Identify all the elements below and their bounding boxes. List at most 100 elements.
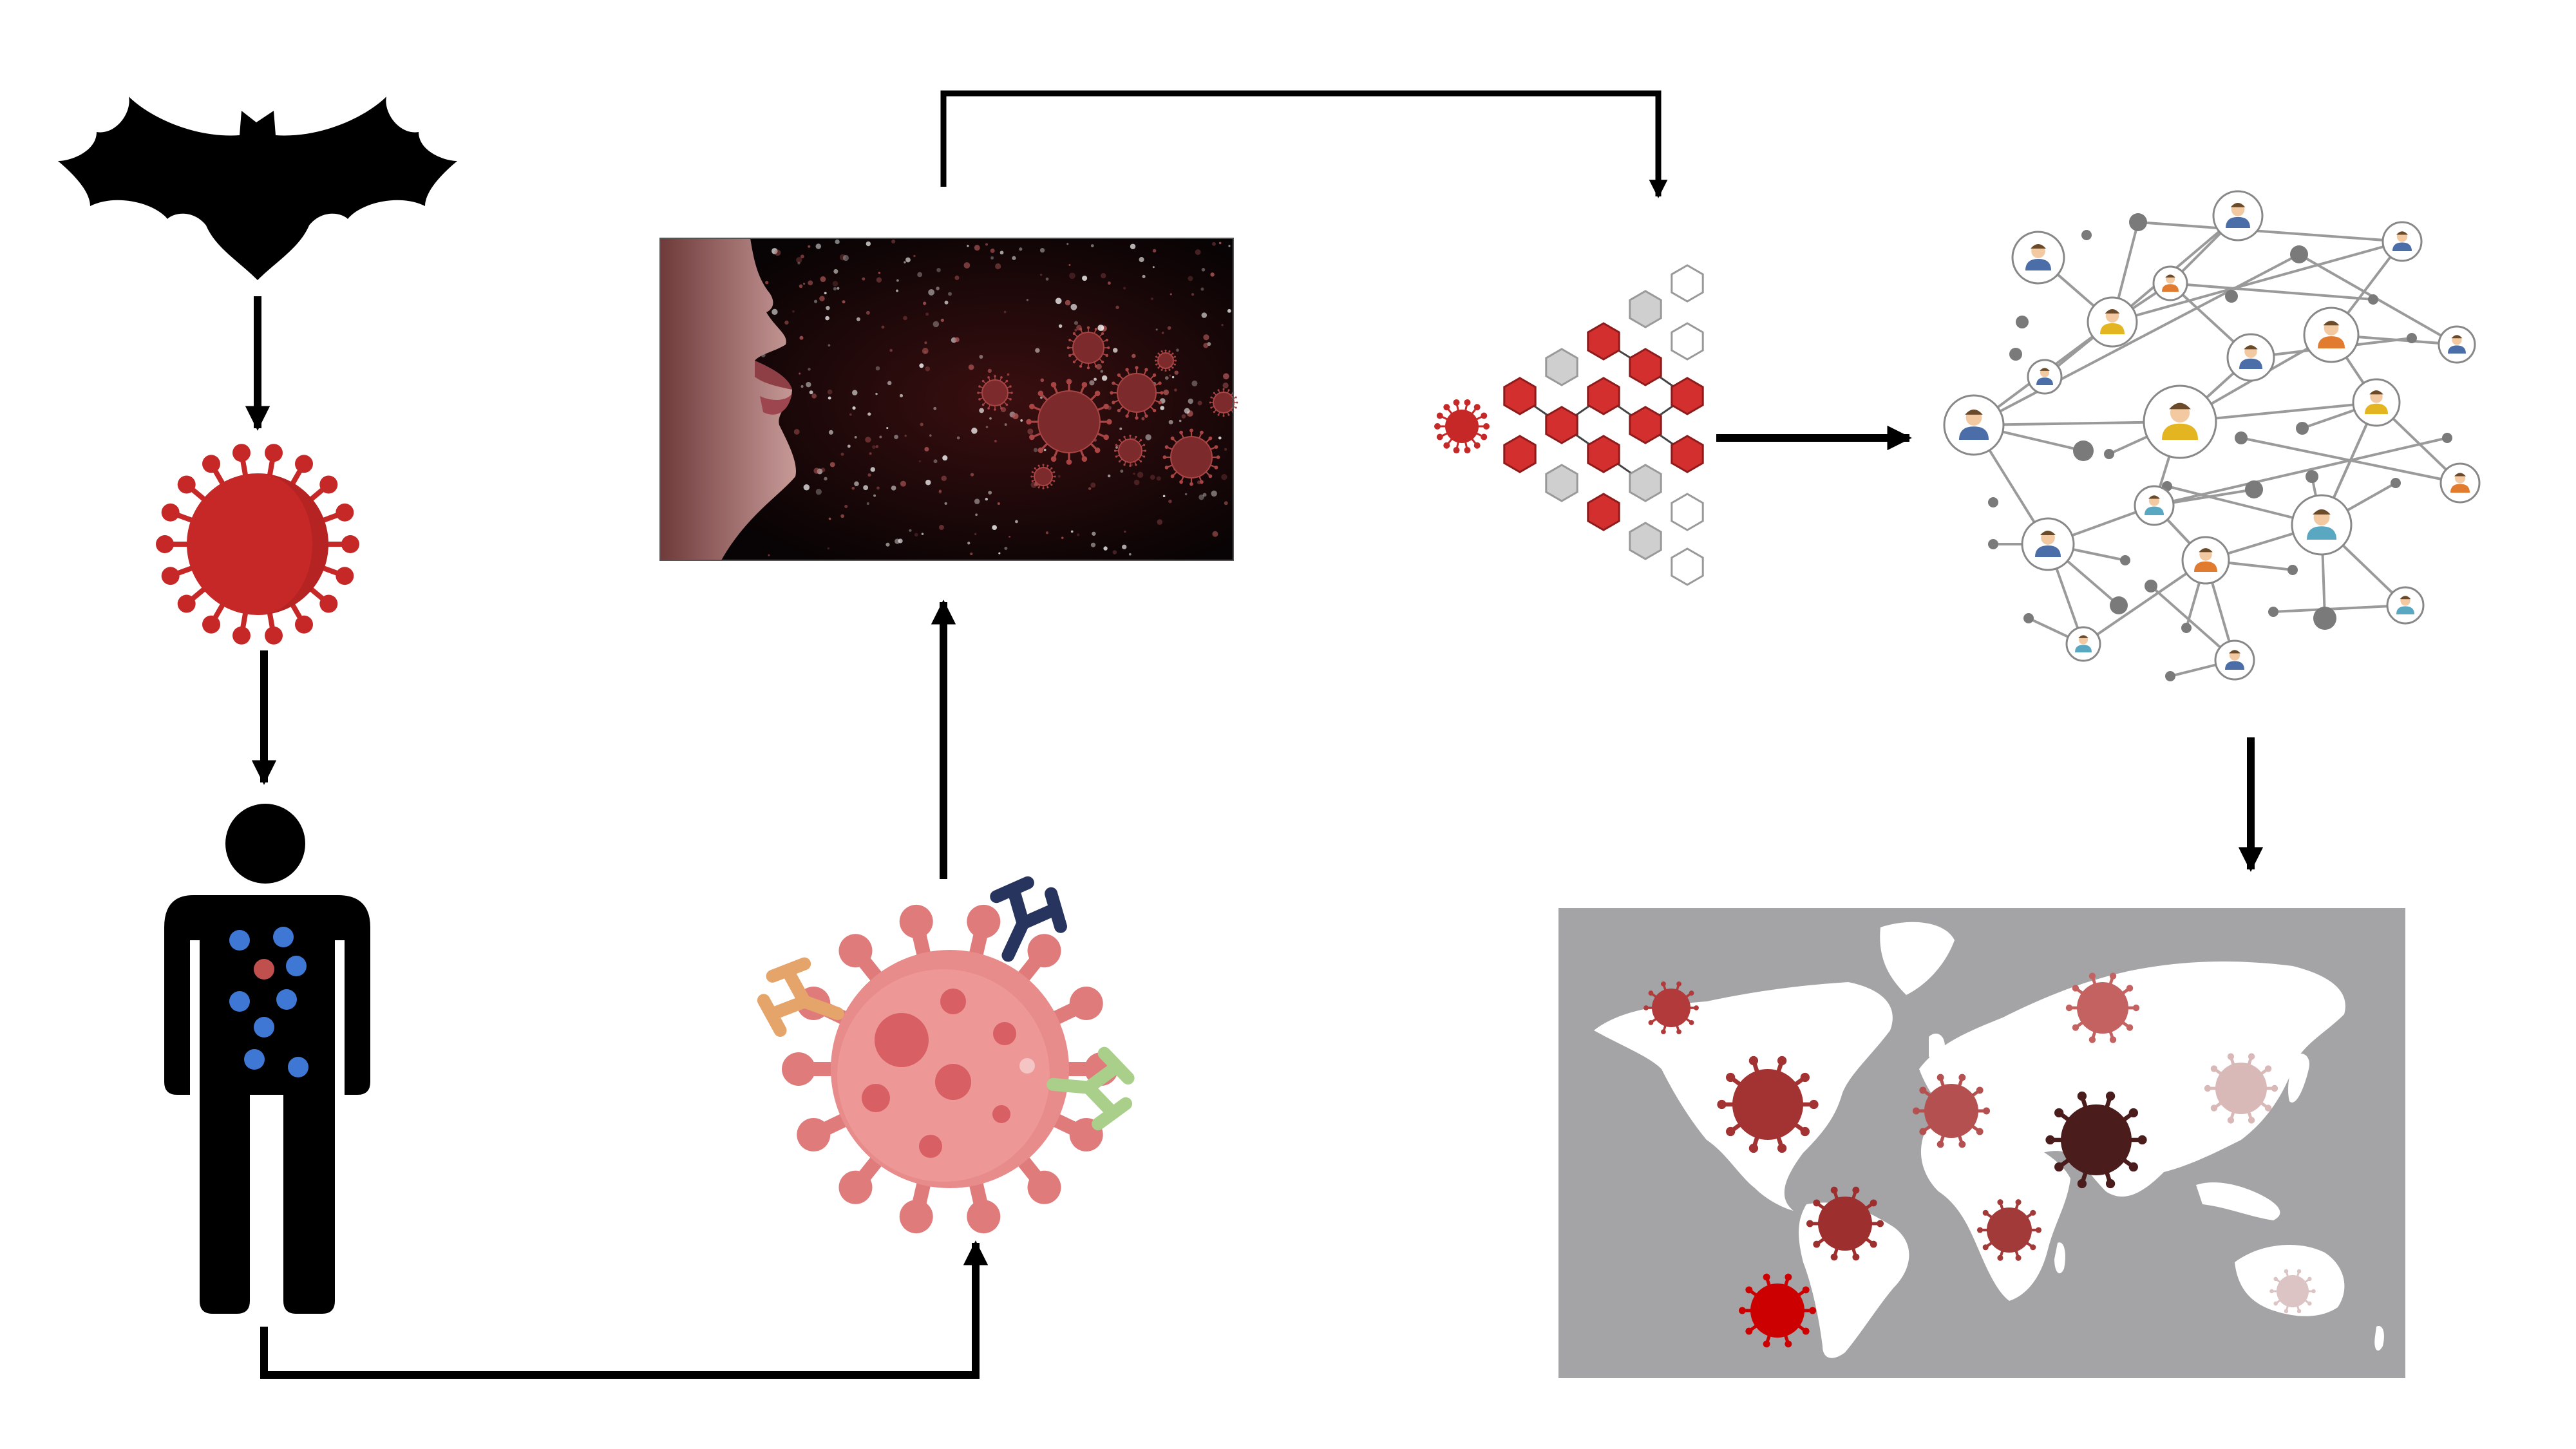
bat-icon	[58, 97, 457, 280]
person-avatar-icon	[2291, 494, 2353, 556]
arrows	[245, 90, 2264, 1379]
person-avatar-icon	[2439, 462, 2481, 504]
person-avatar-icon	[2065, 626, 2101, 662]
small-virus-icon	[1434, 399, 1490, 454]
arrow-human-to-antibody	[260, 1240, 989, 1379]
hotspot-virus-south-america	[1806, 1186, 1884, 1261]
cell-hexagon	[1629, 406, 1662, 444]
aerosol-virus	[1209, 388, 1238, 417]
cell-hexagon	[1503, 435, 1537, 473]
hotspot-virus-argentina	[1738, 1273, 1817, 1348]
cell-hexagon	[1629, 522, 1662, 560]
social-network-icon	[1943, 190, 2481, 681]
network-node	[2120, 555, 2130, 565]
hotspot-virus-india	[2045, 1091, 2147, 1189]
cell-hexagon	[1629, 464, 1662, 502]
aerosol-virus	[977, 375, 1013, 411]
continents	[1594, 922, 2384, 1358]
person-avatar-icon	[2181, 536, 2230, 585]
person-avatar-icon	[2134, 485, 2175, 526]
person-avatar-icon	[2214, 639, 2255, 681]
hotspot-virus-africa	[1976, 1199, 2042, 1261]
network-node	[2391, 478, 2401, 488]
antibody-virus-icon	[757, 876, 1135, 1234]
network-node	[2407, 333, 2417, 343]
cell-hexagon	[1671, 264, 1704, 303]
network-node	[2023, 613, 2034, 623]
network-node	[1988, 497, 1998, 507]
network-node	[2287, 565, 2298, 575]
person-avatar-icon	[2386, 586, 2425, 625]
network-node	[2296, 422, 2309, 435]
cell-hexagon	[1545, 406, 1578, 444]
aerosol-virus	[1113, 434, 1147, 468]
network-node	[2268, 607, 2278, 617]
cell-hexagon	[1629, 290, 1662, 328]
cell-hexagon	[1503, 377, 1537, 415]
network-node	[2016, 316, 2029, 328]
network-node	[2104, 449, 2114, 459]
world-map-pandemic-icon	[1558, 908, 2405, 1378]
hotspot-virus-russia	[2065, 972, 2140, 1043]
aerosol-virus	[1030, 464, 1056, 489]
person-avatar-icon	[2087, 296, 2138, 348]
arrow-aerosol-to-cells	[940, 90, 1668, 198]
hotspot-virus-alaska	[1643, 981, 1699, 1034]
aerosol-virus	[1162, 428, 1220, 486]
network-node	[2129, 213, 2147, 231]
cell-hexagon	[1671, 547, 1704, 586]
hotspot-virus-north-america	[1717, 1056, 1819, 1153]
person-avatar-icon	[2303, 307, 2360, 363]
cell-hexagon	[1545, 464, 1578, 502]
person-avatar-icon	[2143, 384, 2217, 459]
network-node	[2290, 245, 2308, 263]
person-avatar-icon	[2152, 265, 2188, 301]
network-node	[2235, 431, 2248, 444]
network-node	[2009, 348, 2022, 361]
cell-hexagon	[1587, 493, 1620, 531]
hotspot-virus-europe	[1912, 1074, 1991, 1148]
person-avatar-icon	[2352, 378, 2401, 427]
infected-human-icon	[164, 804, 370, 1314]
cell-infection-hexagon-icon	[1434, 264, 1704, 586]
antibody-orange	[757, 957, 844, 1037]
cell-hexagon	[1587, 435, 1620, 473]
cell-hexagon	[1629, 348, 1662, 386]
network-node	[2225, 290, 2238, 303]
cell-hexagon	[1671, 435, 1704, 473]
person-avatar-icon	[2382, 221, 2423, 262]
network-node	[2165, 671, 2175, 681]
antibody-green	[1046, 1046, 1135, 1131]
cell-hexagon	[1587, 377, 1620, 415]
person-avatar-icon	[2438, 325, 2476, 364]
coronavirus-icon	[156, 444, 359, 645]
person-avatar-icon	[2027, 359, 2063, 395]
person-avatar-icon	[2021, 517, 2075, 571]
person-avatar-icon	[2226, 333, 2275, 382]
hotspot-virus-east-asia	[2204, 1053, 2278, 1124]
cell-hexagon	[1671, 377, 1704, 415]
network-node	[2145, 580, 2157, 592]
hotspot-virus-australia	[2269, 1269, 2316, 1314]
person-avatar-icon	[2212, 190, 2264, 242]
aerosol-exhale-image	[659, 238, 1238, 561]
cell-hexagon	[1671, 322, 1704, 361]
network-node	[2245, 480, 2263, 498]
cell-hexagon	[1671, 493, 1704, 531]
face-profile	[660, 238, 796, 560]
network-node	[2081, 230, 2092, 240]
cell-hexagon	[1587, 322, 1620, 361]
blood-cells	[229, 927, 308, 1077]
network-node	[2313, 607, 2336, 630]
network-node	[2306, 470, 2318, 483]
aerosol-virus	[1066, 326, 1110, 370]
antibody-navy	[990, 876, 1067, 962]
aerosol-virus	[1110, 366, 1164, 420]
aerosol-virus	[1154, 349, 1177, 372]
cell-hexagon	[1545, 348, 1578, 386]
network-node	[2181, 623, 2192, 633]
network-node	[1988, 539, 1998, 549]
network-node	[2073, 440, 2094, 461]
network-node	[2110, 596, 2128, 614]
